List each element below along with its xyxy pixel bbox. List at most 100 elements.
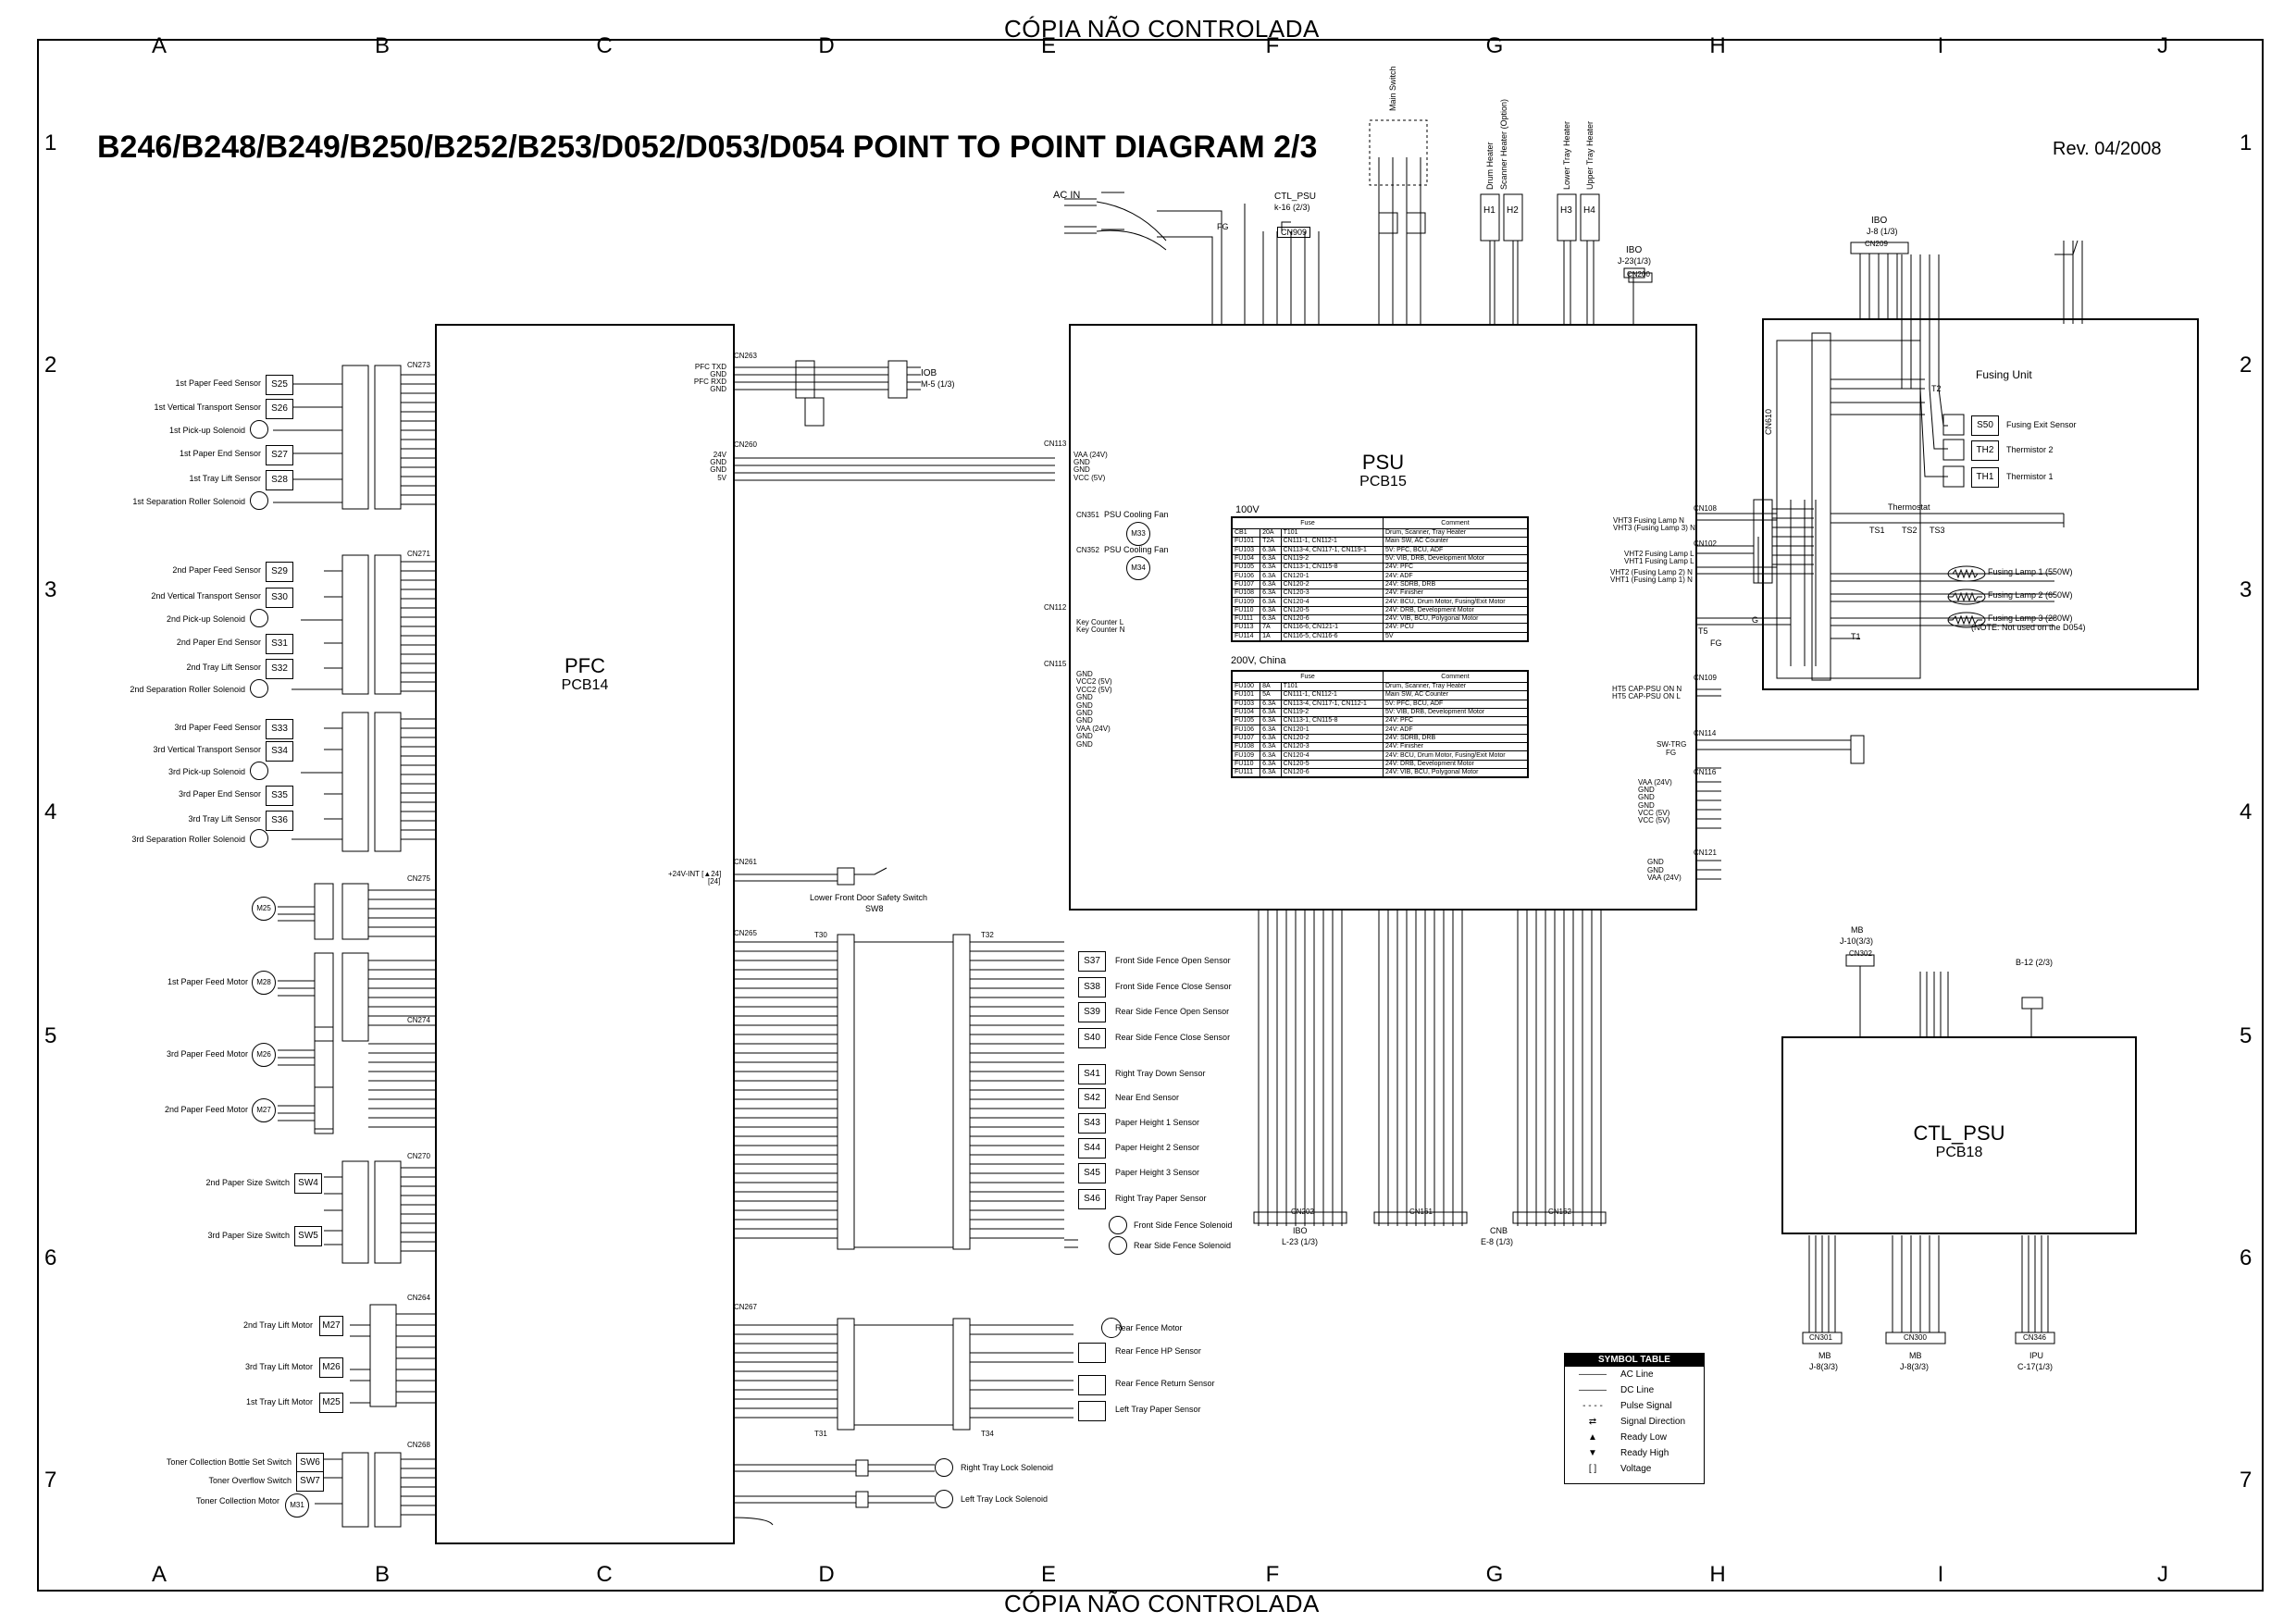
- pin-label: GND: [1647, 865, 1664, 874]
- sw6-switch: SW6: [296, 1453, 324, 1473]
- lift-motor-label: 2nd Tray Lift Motor: [242, 1320, 313, 1330]
- fuse-cell: Drum, Scanner, Tray Heater: [1382, 681, 1529, 692]
- psu-title: PSU: [1361, 451, 1405, 474]
- fuse-cell: CN119-2: [1280, 553, 1384, 564]
- fan1-label: PSU Cooling Fan: [1104, 510, 1169, 519]
- row-marker-left-1: 1: [44, 130, 57, 155]
- h2-label: H2: [1507, 205, 1519, 216]
- fuse-cell: CN113-1, CN115-8: [1280, 563, 1384, 573]
- fuse-cell: FU100: [1231, 681, 1261, 692]
- mb2-ref-label: J-8(3/3): [1809, 1362, 1839, 1371]
- key-counter-n-label: Key Counter N: [1076, 626, 1125, 634]
- cn300-label: CN300: [1904, 1333, 1927, 1342]
- toner-part-label: Toner Collection Bottle Set Switch: [166, 1457, 292, 1467]
- column-marker-bottom-I: I: [1937, 1562, 1944, 1587]
- cn114-label: CN114: [1694, 729, 1717, 737]
- column-marker-top-A: A: [151, 33, 167, 58]
- fusing-lamp3-label: Fusing Lamp 3 (280W): [1988, 613, 2073, 623]
- fuse-cell: FU107: [1231, 579, 1261, 590]
- fuse-cell: 5V: PFC, BCU, ADF: [1382, 545, 1529, 555]
- symbol-row: ▼Ready High: [1565, 1445, 1704, 1461]
- ctl-psu-ref: CTL_PSU: [1274, 192, 1317, 202]
- fuse-cell: T101: [1280, 527, 1384, 539]
- fuse-cell: 6.3A: [1260, 613, 1282, 625]
- symbol-label: AC Line: [1620, 1369, 1654, 1380]
- diagram-frame: [37, 39, 2264, 1592]
- h1-label: H1: [1483, 205, 1496, 216]
- left-tray-label: Left Tray Paper Sensor: [1115, 1405, 1201, 1414]
- fuse-cell: FU114: [1231, 631, 1261, 641]
- sensor-s35: S35: [266, 786, 293, 806]
- pfc-board: PFC PCB14: [435, 324, 735, 1544]
- fuse-cell: 6.3A: [1260, 707, 1282, 718]
- m33-fan-motor: M33: [1126, 522, 1150, 546]
- sensor-s46: S46: [1078, 1189, 1106, 1209]
- sensor-label: 1st Paper Feed Sensor: [175, 378, 261, 388]
- cn109-label: CN109: [1694, 674, 1717, 682]
- fuse-cell: CN120-6: [1280, 767, 1384, 778]
- drum-heater-label: Drum Heater: [1485, 142, 1495, 190]
- solenoid-icon: [1109, 1216, 1127, 1234]
- fuse-cell: FU111: [1231, 767, 1261, 778]
- sensor-s40: S40: [1078, 1028, 1106, 1048]
- fuse-cell: FU103: [1231, 699, 1261, 709]
- row-marker-left-3: 3: [44, 577, 57, 602]
- sensor-label: 3rd Tray Lift Sensor: [188, 814, 261, 824]
- pin-label: GND: [1076, 709, 1093, 718]
- symbol-label: DC Line: [1620, 1385, 1655, 1395]
- cn271-housing-b: [374, 554, 402, 695]
- fusing-lamp2-label: Fusing Lamp 2 (650W): [1988, 590, 2073, 600]
- vht3l-label: VHT3 (Fusing Lamp 3) N: [1613, 524, 1695, 532]
- fuse-cell: FU110: [1231, 605, 1261, 615]
- t34-label: T34: [981, 1430, 994, 1438]
- t32-label: T32: [981, 931, 994, 939]
- sensor-label: 3rd Pick-up Solenoid: [168, 767, 245, 776]
- fuse-cell: 5A: [1260, 690, 1282, 700]
- pin-label: 24V: [713, 451, 726, 459]
- fuse-cell: 6.3A: [1260, 750, 1282, 761]
- cn273-housing: [341, 365, 369, 510]
- fuse-cell: CN113-1, CN115-8: [1280, 716, 1384, 726]
- cn121-label: CN121: [1694, 849, 1717, 857]
- fuse-cell: 24V: VIB, BCU, Polygonal Motor: [1382, 767, 1529, 778]
- fuse-cell: 24V: BCU, Drum Motor, Fusing/Exit Motor: [1382, 750, 1529, 761]
- lock-solenoid-icon: [935, 1458, 953, 1477]
- solenoid-icon: [250, 491, 268, 510]
- symbol-row: [ ]Voltage: [1565, 1461, 1704, 1477]
- fuse-cell: 6.3A: [1260, 733, 1282, 744]
- cn275-label: CN275: [407, 874, 430, 883]
- fuse-cell: CN120-4: [1280, 597, 1384, 607]
- column-marker-top-I: I: [1937, 33, 1944, 58]
- switch-sw5: SW5: [294, 1226, 322, 1246]
- sensor-label: 1st Tray Lift Sensor: [189, 474, 261, 483]
- right-sensor-label: Right Tray Paper Sensor: [1115, 1194, 1207, 1203]
- fuse-cell: 6.3A: [1260, 742, 1282, 752]
- pfc-subtitle: PCB14: [561, 677, 609, 693]
- sensor-s31: S31: [266, 634, 293, 654]
- cn274-housing-a: [314, 952, 334, 1042]
- symbol-label: Pulse Signal: [1620, 1401, 1672, 1411]
- comment-header: Comment: [1382, 517, 1529, 529]
- fuse-cell: FU101: [1231, 690, 1261, 700]
- pin-label: GND: [1638, 793, 1655, 802]
- ctl-psu-board: CTL_PSU PCB18: [1781, 1036, 2137, 1234]
- sensor-s37: S37: [1078, 951, 1106, 972]
- fuse-cell: 6.3A: [1260, 571, 1282, 581]
- left-tray-sensor: [1078, 1375, 1106, 1395]
- watermark-top: CÓPIA NÃO CONTROLADA: [1004, 15, 1320, 43]
- sensor-s38: S38: [1078, 977, 1106, 997]
- psu-subtitle: PCB15: [1359, 474, 1407, 489]
- column-marker-bottom-F: F: [1265, 1562, 1280, 1587]
- pfc-title: PFC: [565, 654, 605, 677]
- ts1-label: TS1: [1869, 526, 1885, 535]
- pin-label: GND: [710, 385, 726, 393]
- cn115-label: CN115: [1044, 660, 1067, 668]
- cn268-label: CN268: [407, 1441, 430, 1449]
